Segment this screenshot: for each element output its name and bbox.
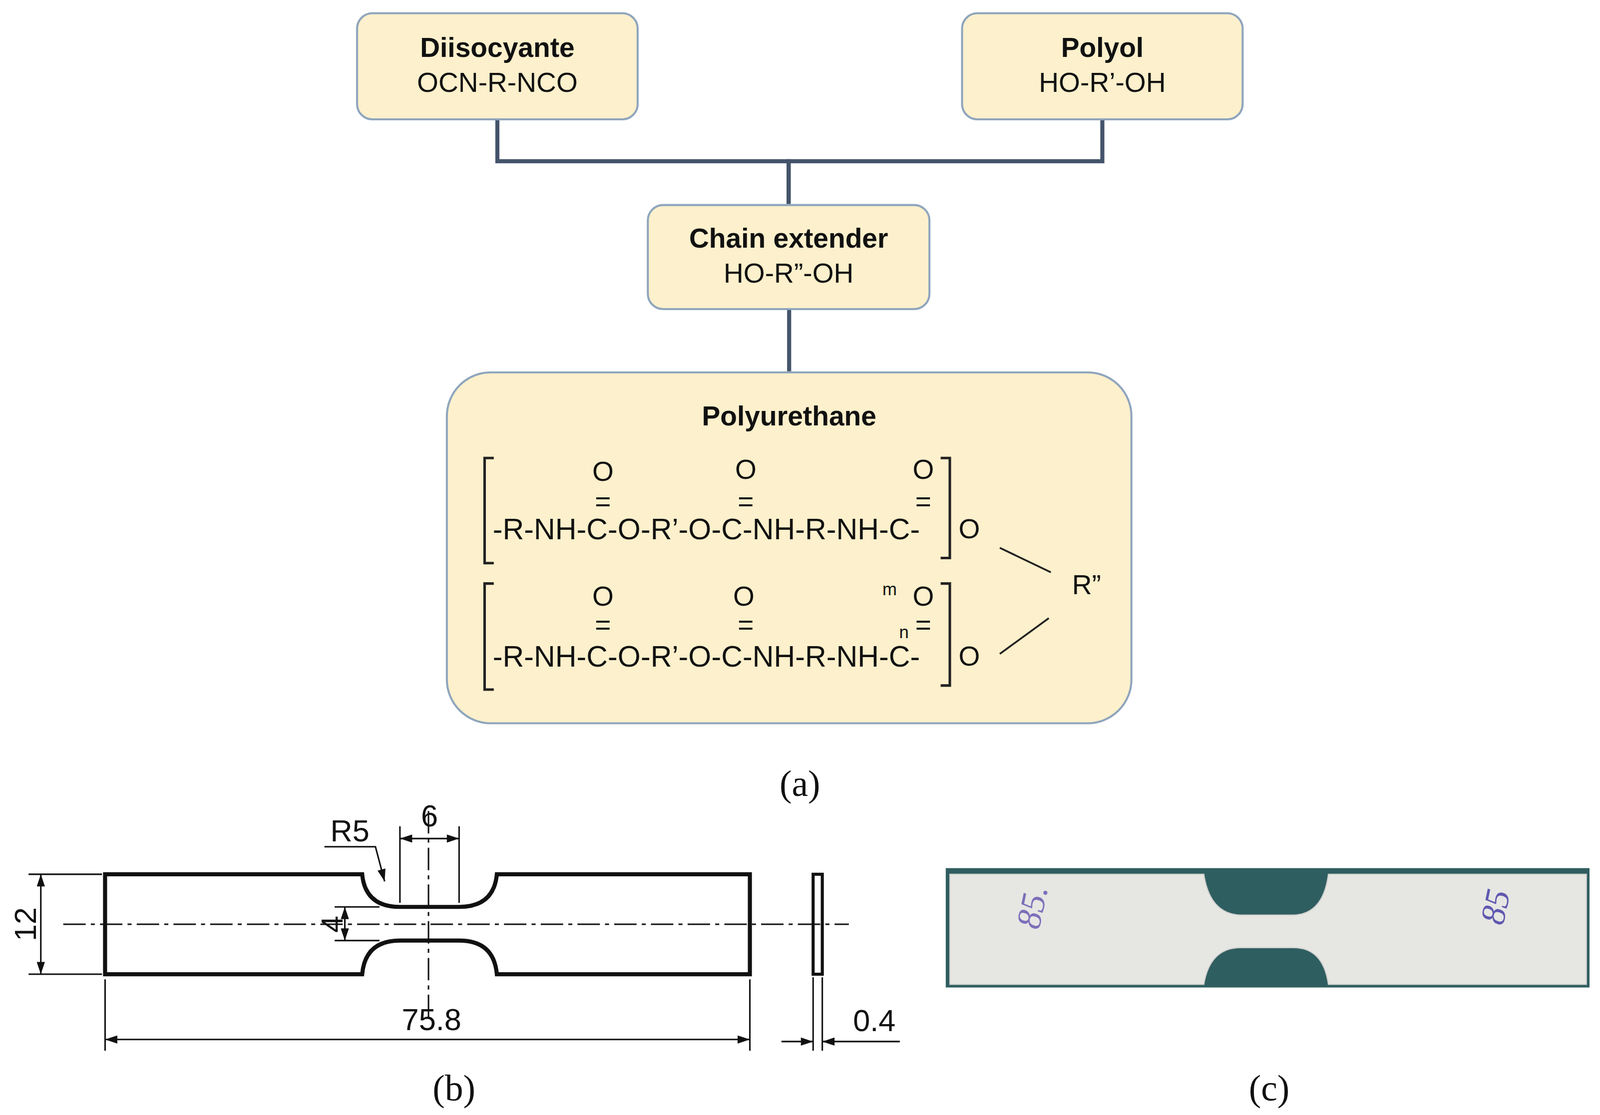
- double-bond: =: [915, 611, 932, 640]
- extension-line: [28, 973, 102, 976]
- box-heading: Diisocyante: [419, 31, 575, 67]
- reactant-box: DiisocyanteOCN-R-NCO: [356, 12, 639, 121]
- double-bond: =: [594, 488, 611, 516]
- dimension-line: [104, 1038, 750, 1041]
- subscript-index: m: [882, 580, 897, 599]
- formula-chain: -R-NH-C-O-R’-O-C-NH-R-NH-C-: [492, 514, 921, 545]
- dimension-label: 4: [317, 915, 348, 933]
- process-box: Chain extenderHO-R”-OH: [646, 204, 931, 311]
- extension-line: [812, 977, 814, 1051]
- bond-line: [999, 618, 1049, 655]
- dimension-line: [822, 1040, 900, 1043]
- handwritten-mark: 85.: [1011, 882, 1055, 932]
- extension-line: [28, 873, 102, 875]
- formula-chain: -R-NH-C-O-R’-O-C-NH-R-NH-C-: [492, 642, 921, 672]
- leader-line: [324, 846, 386, 882]
- panel-label: (c): [1248, 1070, 1290, 1108]
- box-formula: OCN-R-NCO: [416, 66, 578, 101]
- oxygen-atom: O: [958, 515, 980, 544]
- formula-group: R”: [1072, 571, 1102, 600]
- extension-line: [334, 906, 380, 908]
- handwritten-mark: 85: [1475, 886, 1517, 928]
- center-line: [63, 923, 849, 925]
- specimen-photo: [945, 868, 1590, 988]
- double-bond: =: [737, 488, 754, 516]
- specimen-drawing: [28, 810, 900, 1051]
- dimension-label: 0.4: [852, 1005, 896, 1037]
- box-formula: HO-R’-OH: [1038, 66, 1166, 101]
- center-line: [427, 810, 430, 1021]
- dimension-label: 12: [9, 907, 41, 942]
- box-heading: Polyurethane: [702, 400, 877, 435]
- extension-line: [821, 977, 823, 1051]
- bond-line: [999, 547, 1051, 573]
- oxygen-atom: O: [912, 583, 934, 611]
- bracket: [484, 457, 494, 563]
- panel-label: (b): [432, 1070, 476, 1108]
- connector-line: [497, 120, 789, 205]
- bracket: [484, 583, 494, 690]
- dimension-label: 75.8: [401, 1004, 462, 1036]
- oxygen-atom: O: [735, 456, 757, 484]
- double-bond: =: [737, 611, 754, 640]
- extension-line: [334, 939, 380, 942]
- bracket: [940, 583, 950, 686]
- oxygen-atom: O: [958, 643, 980, 671]
- panel-label: (a): [779, 765, 821, 802]
- connector-layer: [497, 120, 1103, 372]
- subscript-index: n: [898, 623, 909, 642]
- oxygen-atom: O: [592, 458, 614, 486]
- photo-background: [945, 868, 1590, 988]
- box-heading: Polyol: [1061, 31, 1145, 67]
- dimension-line: [781, 1040, 813, 1043]
- dimension-line: [400, 837, 459, 840]
- dimension-label: R5: [330, 815, 370, 847]
- oxygen-atom: O: [592, 583, 614, 611]
- double-bond: =: [915, 488, 932, 516]
- connector-line: [787, 310, 792, 372]
- box-formula: HO-R”-OH: [723, 257, 854, 292]
- reactant-box: PolyolHO-R’-OH: [961, 12, 1244, 121]
- double-bond: =: [594, 611, 611, 640]
- box-heading: Chain extender: [689, 222, 889, 258]
- connector-line: [788, 120, 1103, 205]
- oxygen-atom: O: [912, 456, 934, 484]
- oxygen-atom: O: [733, 583, 755, 611]
- dimension-label: 6: [420, 800, 438, 832]
- photo-specimen: [949, 874, 1587, 985]
- formula-brackets: [484, 457, 1051, 690]
- bracket: [940, 457, 950, 558]
